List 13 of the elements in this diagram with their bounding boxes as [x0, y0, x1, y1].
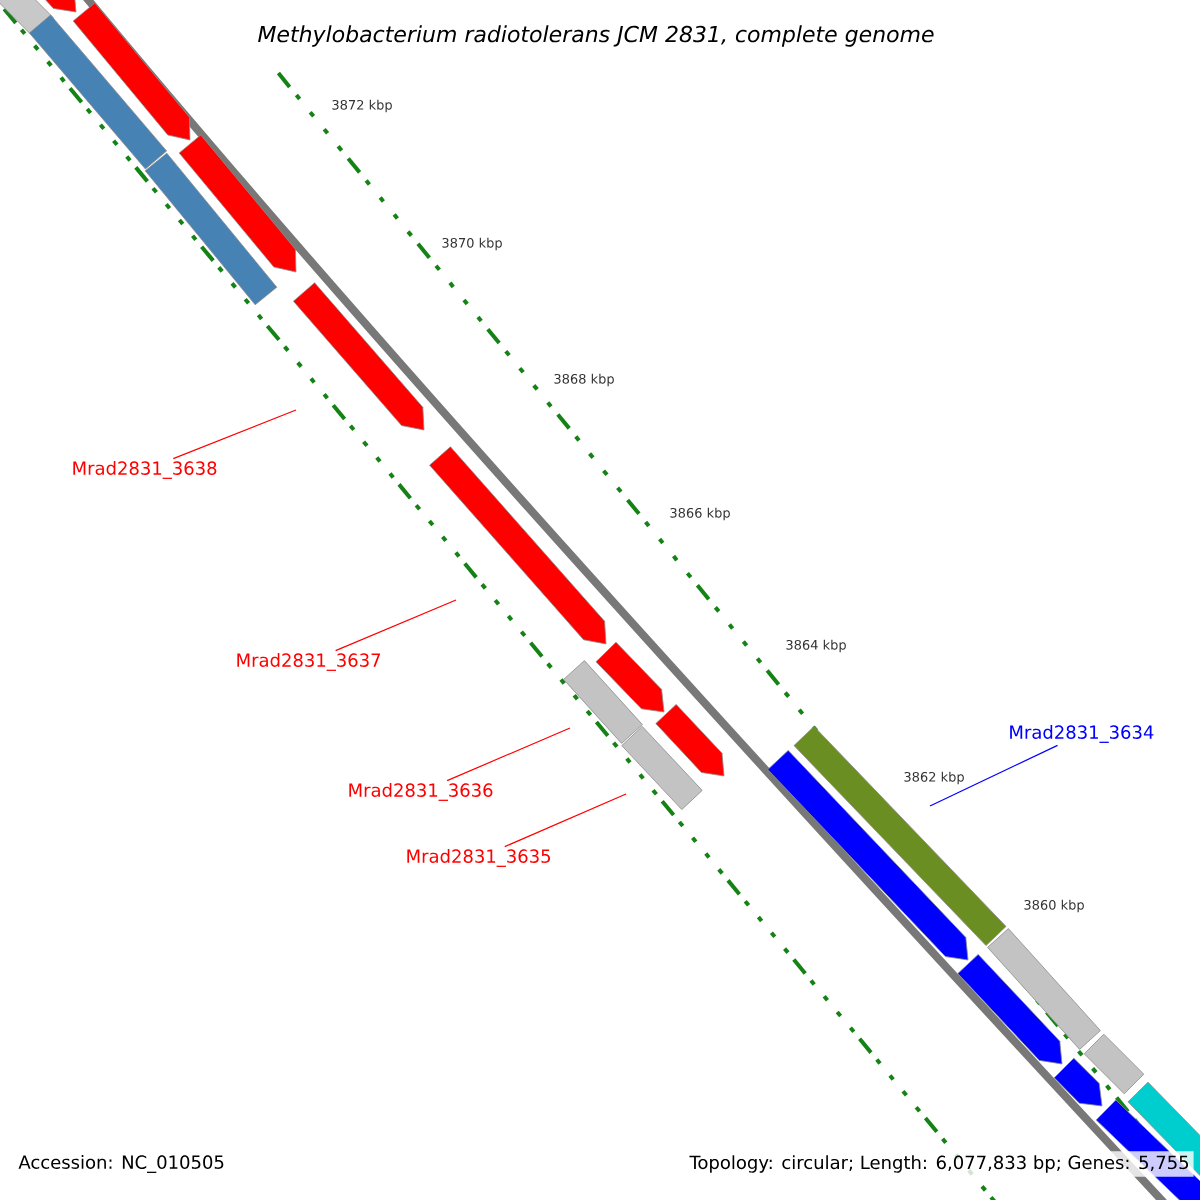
leader-line [335, 599, 457, 652]
gene-label: Mrad2831_3634 [1010, 725, 1154, 743]
genome-info-text: Topology: circular; Length: 6,077,833 bp; Genes: 5,755 [685, 1151, 1194, 1177]
accession-text: Accession: NC_010505 [18, 1155, 224, 1173]
title: Methylobacterium radiotolerans JCM 2831, complete genome [258, 25, 934, 47]
leader-line [929, 744, 1059, 807]
gene-label: Mrad2831_3638 [73, 461, 217, 479]
leader-line [446, 727, 571, 782]
gene-label: Mrad2831_3635 [407, 849, 550, 867]
leader-line [172, 409, 297, 460]
gene-label: Mrad2831_3636 [349, 783, 493, 801]
leader-line [504, 793, 627, 848]
gene-label: Mrad2831_3637 [237, 653, 381, 671]
